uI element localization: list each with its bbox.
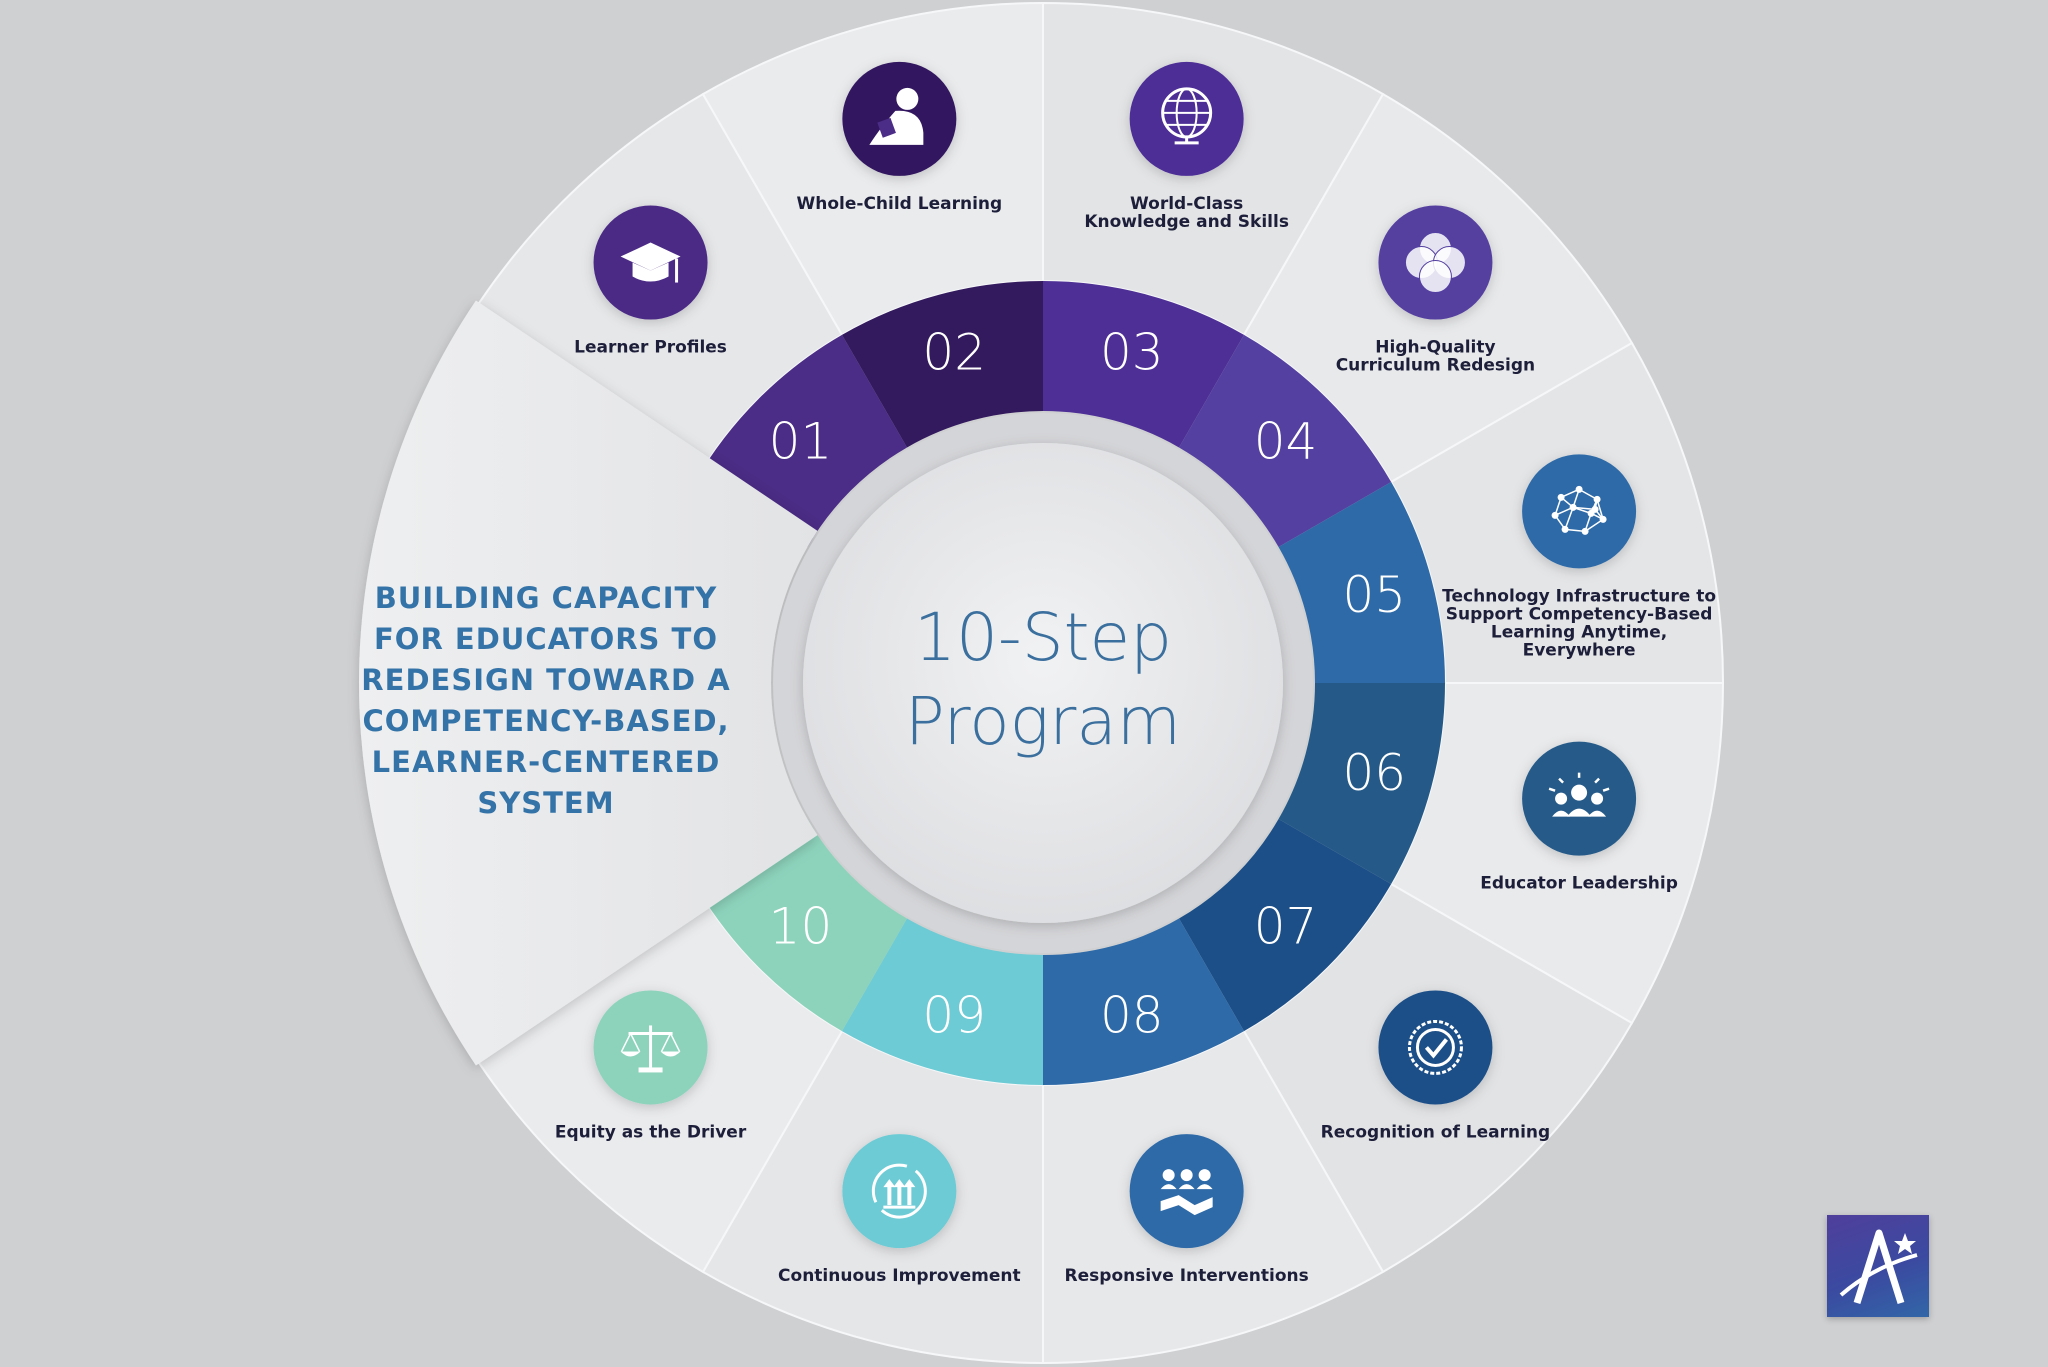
step-number-05: 05 [1343, 566, 1407, 624]
step-label-06-line-1: Educator Leadership [1480, 874, 1678, 894]
step-label-01-line-1: Learner Profiles [574, 338, 727, 358]
step-number-01: 01 [769, 412, 833, 470]
step-number-10: 10 [769, 898, 833, 956]
program-title-line1: 10-Step [914, 599, 1172, 676]
callout-line-6: SYSTEM [477, 786, 614, 820]
logo-star-a-icon [1839, 1229, 1918, 1305]
graduation-cap-icon [620, 242, 681, 283]
child-reading-icon [869, 87, 924, 145]
step-08: Responsive Interventions [1065, 1134, 1309, 1286]
checkmark-badge-icon-circle [1378, 990, 1493, 1105]
step-number-08: 08 [1100, 986, 1164, 1044]
step-02: Whole-Child Learning [797, 61, 1003, 214]
organization-logo [1827, 1215, 1929, 1317]
step-ring-segment-03 [1043, 281, 1244, 448]
network-icon [1551, 485, 1607, 535]
globe-icon-circle [1129, 61, 1244, 176]
step-label-03-line-1: World-Class [1130, 194, 1243, 214]
leadership-group-icon [1548, 772, 1610, 817]
handshake-group-icon [1160, 1169, 1213, 1216]
network-icon-circle [1522, 454, 1637, 569]
scales-icon [620, 1025, 681, 1073]
step-01: Learner Profiles [574, 205, 727, 358]
step-number-06: 06 [1343, 744, 1407, 802]
step-label-02-line-1: Whole-Child Learning [797, 194, 1003, 214]
step-06: Educator Leadership [1480, 741, 1678, 894]
center-disc [803, 443, 1283, 923]
step-label-05-line-1: Technology Infrastructure to [1442, 586, 1716, 606]
callout-line-4: COMPETENCY-BASED, [362, 704, 729, 738]
step-ring-segment-07 [1179, 819, 1392, 1032]
step-ring-segment-05 [1278, 482, 1445, 683]
callout-line-3: REDESIGN TOWARD A [361, 663, 730, 697]
step-ring-segment-09 [842, 918, 1043, 1085]
callout-panel: BUILDING CAPACITY FOR EDUCATORS TO REDESIG… [358, 300, 818, 1066]
step-label-10-line-1: Equity as the Driver [555, 1122, 747, 1142]
step-number-04: 04 [1254, 412, 1318, 470]
step-ring-segment-08 [1043, 918, 1244, 1085]
step-label-07-line-1: Recognition of Learning [1321, 1122, 1551, 1142]
globe-icon [1161, 87, 1213, 145]
step-label-05-line-3: Learning Anytime, [1491, 622, 1667, 642]
step-ring-segment-02 [842, 281, 1043, 448]
step-number-02: 02 [922, 324, 986, 382]
step-number-09: 09 [922, 986, 986, 1044]
step-ring-segment-06 [1278, 683, 1445, 884]
step-label-04-line-2: Curriculum Redesign [1336, 356, 1535, 376]
callout-line-5: LEARNER-CENTERED [372, 745, 721, 779]
step-label-09-line-1: Continuous Improvement [778, 1266, 1021, 1286]
callout-line-1: BUILDING CAPACITY [375, 581, 718, 615]
step-ring-segment-04 [1179, 334, 1392, 547]
step-09: Continuous Improvement [778, 1134, 1021, 1286]
program-title-line2: Program [905, 683, 1181, 760]
handshake-group-icon-circle [1129, 1134, 1244, 1249]
step-label-04-line-1: High-Quality [1375, 338, 1495, 358]
checkmark-badge-icon [1407, 1019, 1463, 1075]
step-label-08-line-1: Responsive Interventions [1065, 1266, 1309, 1286]
step-number-07: 07 [1254, 898, 1318, 956]
step-10: Equity as the Driver [555, 990, 747, 1142]
step-number-03: 03 [1100, 324, 1164, 382]
upward-arrows-cycle-icon [871, 1163, 927, 1219]
step-label-05-line-4: Everywhere [1523, 640, 1636, 660]
step-label-03-line-2: Knowledge and Skills [1084, 212, 1289, 232]
overlapping-circles-icon [1404, 232, 1466, 294]
callout-line-2: FOR EDUCATORS TO [374, 622, 718, 656]
step-07: Recognition of Learning [1321, 990, 1551, 1142]
step-label-05-line-2: Support Competency-Based [1446, 604, 1713, 624]
